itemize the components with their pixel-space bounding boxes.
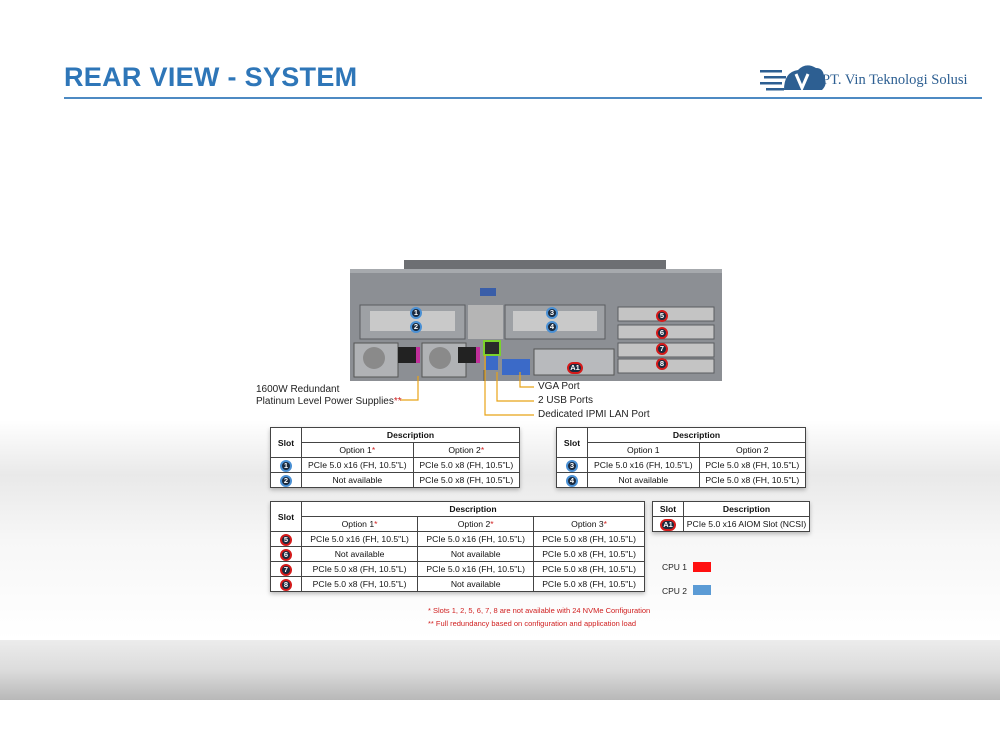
slot-badge: 5 [280,533,292,546]
header-slot: Slot [270,501,302,532]
table-row: A1 PCIe 5.0 x16 AIOM Slot (NCSI) [652,516,810,532]
ipmi-lan-callout: Dedicated IPMI LAN Port [538,409,650,420]
header-option-2: Option 2* [417,516,535,532]
table-row: 5 PCIe 5.0 x16 (FH, 10.5"L) PCIe 5.0 x16… [270,531,645,547]
header-option-2: Option 2* [412,442,521,458]
psu-callout-mark: ** [393,396,402,407]
slot-badge-6: 6 [656,327,668,339]
table-row: 6 Not available Not available PCIe 5.0 x… [270,546,645,562]
header-slot: Slot [556,427,588,458]
table-row: 4 Not available PCIe 5.0 x8 (FH, 10.5"L) [556,472,807,488]
table-row: 1 PCIe 5.0 x16 (FH, 10.5"L) PCIe 5.0 x8 … [270,457,521,473]
legend-cpu1-label: CPU 1 [662,562,688,572]
slot-badge-4: 4 [546,321,558,333]
slot-badge: 7 [280,563,292,576]
company-logo-icon [760,65,826,92]
psu-callout: 1600W Redundant Platinum Level Power Sup… [256,384,402,408]
footnote-redundancy: ** Full redundancy based on configuratio… [428,619,637,628]
slot-badge: 8 [280,578,292,591]
header-description: Description [301,427,520,443]
header-description: Description [683,501,810,517]
slot-badge-a1: A1 [567,362,583,374]
header-description: Description [301,501,645,517]
usb-ports-callout: 2 USB Ports [538,395,594,406]
table-row: 2 Not available PCIe 5.0 x8 (FH, 10.5"L) [270,472,521,488]
slot-badge: 1 [280,459,292,472]
slot-badge-8: 8 [656,358,668,370]
slot-badge-7: 7 [656,343,668,355]
slot-badge: A1 [660,518,676,531]
vga-port-callout: VGA Port [538,381,580,392]
slot-badge: 4 [566,474,578,487]
legend-cpu2-label: CPU 2 [662,586,688,596]
footnote-nvme: * Slots 1, 2, 5, 6, 7, 8 are not availab… [428,606,651,615]
table-row: 3 PCIe 5.0 x16 (FH, 10.5"L) PCIe 5.0 x8 … [556,457,807,473]
header-option-3: Option 3* [533,516,645,532]
slot-badge-3: 3 [546,307,558,319]
header-description: Description [587,427,806,443]
psu-callout-line1: 1600W Redundant [256,384,340,395]
company-name: PT. Vin Teknologi Solusi [822,72,968,88]
slot-badge: 3 [566,459,578,472]
table-row: 8 PCIe 5.0 x8 (FH, 10.5"L) Not available… [270,576,645,592]
slot-badge-5: 5 [656,310,668,322]
slot-table-cpu2-right: Slot Description Option 1 Option 2 3 PCI… [556,427,807,488]
psu-callout-line2: Platinum Level Power Supplies [256,396,394,407]
table-row: 7 PCIe 5.0 x8 (FH, 10.5"L) PCIe 5.0 x16 … [270,561,645,577]
header-slot: Slot [270,427,302,458]
legend-cpu2-swatch [693,585,711,595]
slot-badge-2: 2 [410,321,422,333]
header-slot: Slot [652,501,684,517]
slot-table-cpu2-left: Slot Description Option 1* Option 2* 1 P… [270,427,521,488]
header-option-1: Option 1* [300,516,419,532]
slot-badge: 6 [280,548,292,561]
header-option-2: Option 2 [698,442,807,458]
header-option-1: Option 1* [301,442,414,458]
title-underline [64,97,982,99]
slot-table-cpu1: Slot Description Option 1* Option 2* Opt… [270,501,645,592]
slot-badge-1: 1 [410,307,422,319]
legend-cpu1-swatch [693,562,711,572]
slot-badge: 2 [280,474,292,487]
aiom-slot-table: Slot Description A1 PCIe 5.0 x16 AIOM Sl… [652,501,810,532]
header-option-1: Option 1 [587,442,700,458]
page-title: REAR VIEW - SYSTEM [64,62,358,92]
